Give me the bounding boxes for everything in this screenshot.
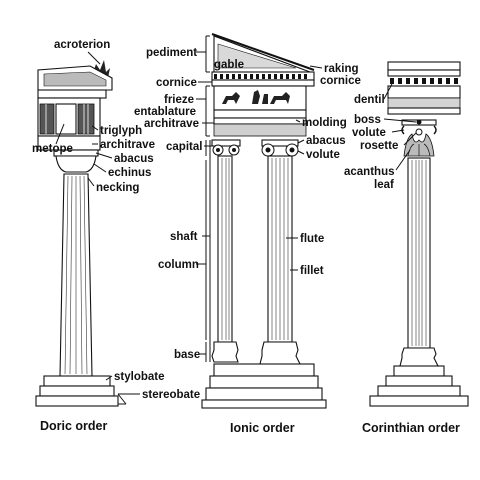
label-stylobate: stylobate: [114, 371, 165, 383]
label-leaf: leaf: [374, 179, 394, 191]
corinthian-step-1: [393, 365, 445, 377]
label-shaft: shaft: [170, 231, 198, 243]
metope-panel: [55, 103, 77, 135]
caption-ionic-order: Ionic order: [230, 421, 295, 435]
corinthian-base: [399, 347, 439, 367]
corinthian-frieze: [387, 85, 461, 99]
label-acroterion: acroterion: [54, 39, 110, 51]
corinthian-step-2: [385, 375, 453, 387]
corinthian-column-drawing: [369, 61, 469, 407]
corinthian-step-3: [377, 385, 461, 397]
ionic-shaft-left: [217, 155, 233, 343]
corinthian-capital: [401, 119, 437, 157]
label-triglyph: triglyph: [100, 125, 142, 137]
ionic-molding-band: [211, 79, 315, 87]
label-raking-cornice: cornice: [320, 75, 361, 87]
corinthian-labels: dentil boss volute rosette acanthus leaf…: [344, 83, 460, 435]
doric-labels: acroterion triglyph metope architrave ab…: [32, 39, 200, 433]
corinthian-dentils: [390, 78, 458, 84]
ionic-step-2: [209, 375, 319, 389]
ionic-step-4: [201, 399, 327, 409]
label-ionic-architrave: architrave: [144, 118, 199, 130]
label-corinthian-volute: volute: [352, 127, 386, 139]
label-metope: metope: [32, 143, 73, 155]
ionic-step-3: [205, 387, 323, 401]
label-doric-architrave: architrave: [100, 139, 155, 151]
doric-stylobate: [43, 375, 111, 387]
triglyph-block: [39, 103, 95, 135]
doric-stereobate: [35, 395, 119, 407]
label-acanthus: acanthus: [344, 166, 395, 178]
label-raking: raking: [324, 63, 359, 75]
corinthian-cornice: [387, 61, 461, 71]
label-capital: capital: [166, 141, 202, 153]
label-molding: molding: [302, 117, 347, 129]
corinthian-step-4: [369, 395, 469, 407]
label-column: column: [158, 259, 199, 271]
doric-echinus: [55, 155, 97, 173]
gable-face: [217, 43, 297, 69]
label-echinus: echinus: [108, 167, 151, 179]
ionic-labels: pediment gable raking cornice cornice fr…: [134, 47, 361, 435]
ionic-base-left: [211, 341, 239, 363]
label-boss: boss: [354, 114, 381, 126]
ionic-step-1: [213, 363, 315, 377]
label-flute: flute: [300, 233, 324, 245]
label-dentil: dentil: [354, 94, 385, 106]
label-stereobate: stereobate: [142, 389, 200, 401]
rosette-ornament: [415, 128, 423, 136]
label-fillet: fillet: [300, 265, 324, 277]
label-ionic-volute: volute: [306, 149, 340, 161]
ionic-dentils: [214, 74, 307, 79]
label-cornice: cornice: [156, 77, 197, 89]
corinthian-architrave: [387, 97, 461, 109]
ionic-architrave-bottom: [213, 117, 307, 125]
label-doric-abacus: abacus: [114, 153, 154, 165]
doric-column-drawing: [35, 60, 119, 407]
label-frieze: frieze: [164, 94, 194, 106]
label-base: base: [174, 349, 200, 361]
label-gable: gable: [214, 59, 244, 71]
label-pediment: pediment: [146, 47, 197, 59]
ionic-base-right: [259, 341, 301, 365]
ionic-column-drawing: [201, 33, 327, 409]
corinthian-architrave-band: [387, 107, 461, 115]
ionic-brackets: [205, 35, 211, 362]
corinthian-cornice-band: [387, 69, 461, 77]
doric-cornice: [37, 89, 107, 99]
label-ionic-abacus: abacus: [306, 135, 346, 147]
frieze-figures: [222, 90, 290, 104]
caption-doric-order: Doric order: [40, 419, 108, 433]
ionic-architrave-top: [213, 109, 307, 119]
caption-corinthian-order: Corinthian order: [362, 421, 460, 435]
label-necking: necking: [96, 182, 139, 194]
ionic-capital-right: [261, 139, 299, 157]
label-entablature: entablature: [134, 106, 196, 118]
ionic-architrave-shadow: [213, 123, 307, 137]
doric-step-2: [39, 385, 115, 397]
boss-ornament: [416, 119, 422, 125]
ionic-capital-left: [211, 139, 241, 156]
label-rosette: rosette: [360, 140, 398, 152]
